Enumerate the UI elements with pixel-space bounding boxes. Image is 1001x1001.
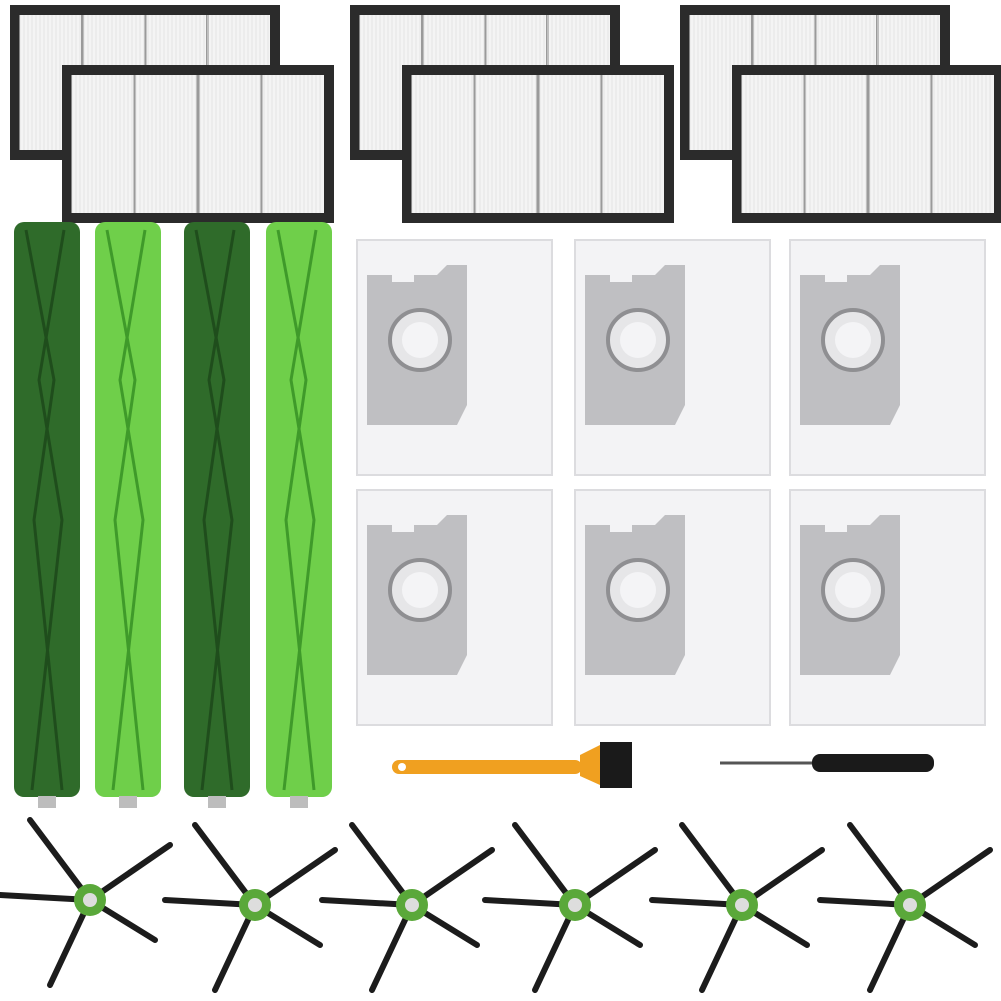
roller-body xyxy=(14,222,80,797)
side-brush-screw xyxy=(83,893,97,907)
bag-intake-hole xyxy=(835,572,871,608)
dust-bag xyxy=(356,489,553,726)
side-brush xyxy=(649,822,825,993)
side-brush-screw xyxy=(568,898,582,912)
roller-axle-cap xyxy=(119,796,137,808)
side-brush xyxy=(319,822,495,993)
side-brush-arm xyxy=(87,842,173,903)
bag-intake-hole xyxy=(402,572,438,608)
dust-bag xyxy=(356,239,553,476)
bag-handle-slot xyxy=(825,272,847,282)
roller-vane xyxy=(200,229,236,791)
roller-brush xyxy=(95,222,161,808)
side-brush xyxy=(162,822,338,993)
bag-handle-slot xyxy=(610,522,632,532)
bag-intake-hole xyxy=(620,572,656,608)
bag-handle-slot xyxy=(392,522,414,532)
roller-body xyxy=(266,222,332,797)
side-brush-arm xyxy=(349,822,415,908)
roller-vane xyxy=(282,229,318,791)
side-brush-arm xyxy=(907,847,993,908)
hepa-filter xyxy=(62,65,334,223)
roller-body xyxy=(95,222,161,797)
dust-bag xyxy=(574,489,771,726)
roller-vane xyxy=(30,229,66,791)
side-brush-arm xyxy=(847,822,913,908)
bag-handle-slot xyxy=(392,272,414,282)
side-brush-arm xyxy=(27,817,93,903)
side-brush-arm xyxy=(739,847,825,908)
cleaning-tool-bristles xyxy=(600,742,632,788)
roller-axle-cap xyxy=(290,796,308,808)
roller-brush xyxy=(184,222,250,808)
roller-axle-cap xyxy=(208,796,226,808)
dust-bag xyxy=(789,239,986,476)
side-brush-arm xyxy=(192,822,258,908)
side-brush-arm xyxy=(512,822,578,908)
bag-handle-slot xyxy=(610,272,632,282)
side-brush-arm xyxy=(679,822,745,908)
side-brush-screw xyxy=(735,898,749,912)
side-brush-screw xyxy=(405,898,419,912)
bag-handle-slot xyxy=(825,522,847,532)
side-brush xyxy=(817,822,993,993)
roller-brush xyxy=(266,222,332,808)
roller-brush xyxy=(14,222,80,808)
side-brush-arm xyxy=(409,847,495,908)
side-brush xyxy=(0,817,173,988)
cleaning-tool-head xyxy=(580,745,600,785)
side-brush-arm xyxy=(572,847,658,908)
side-brush-arm xyxy=(252,847,338,908)
screwdriver-handle xyxy=(812,754,934,772)
roller-body xyxy=(184,222,250,797)
bag-intake-hole xyxy=(835,322,871,358)
cleaning-tool-hole xyxy=(398,763,406,771)
roller-axle-cap xyxy=(38,796,56,808)
cleaning-tool-handle xyxy=(392,760,582,774)
screwdriver xyxy=(720,754,934,772)
bag-intake-hole xyxy=(620,322,656,358)
side-brush-screw xyxy=(903,898,917,912)
side-brush-screw xyxy=(248,898,262,912)
cleaning-tool xyxy=(392,742,632,788)
dust-bag xyxy=(574,239,771,476)
roller-vane xyxy=(111,229,147,791)
side-brush xyxy=(482,822,658,993)
dust-bag xyxy=(789,489,986,726)
bag-intake-hole xyxy=(402,322,438,358)
hepa-filter xyxy=(402,65,674,223)
hepa-filter xyxy=(732,65,1001,223)
